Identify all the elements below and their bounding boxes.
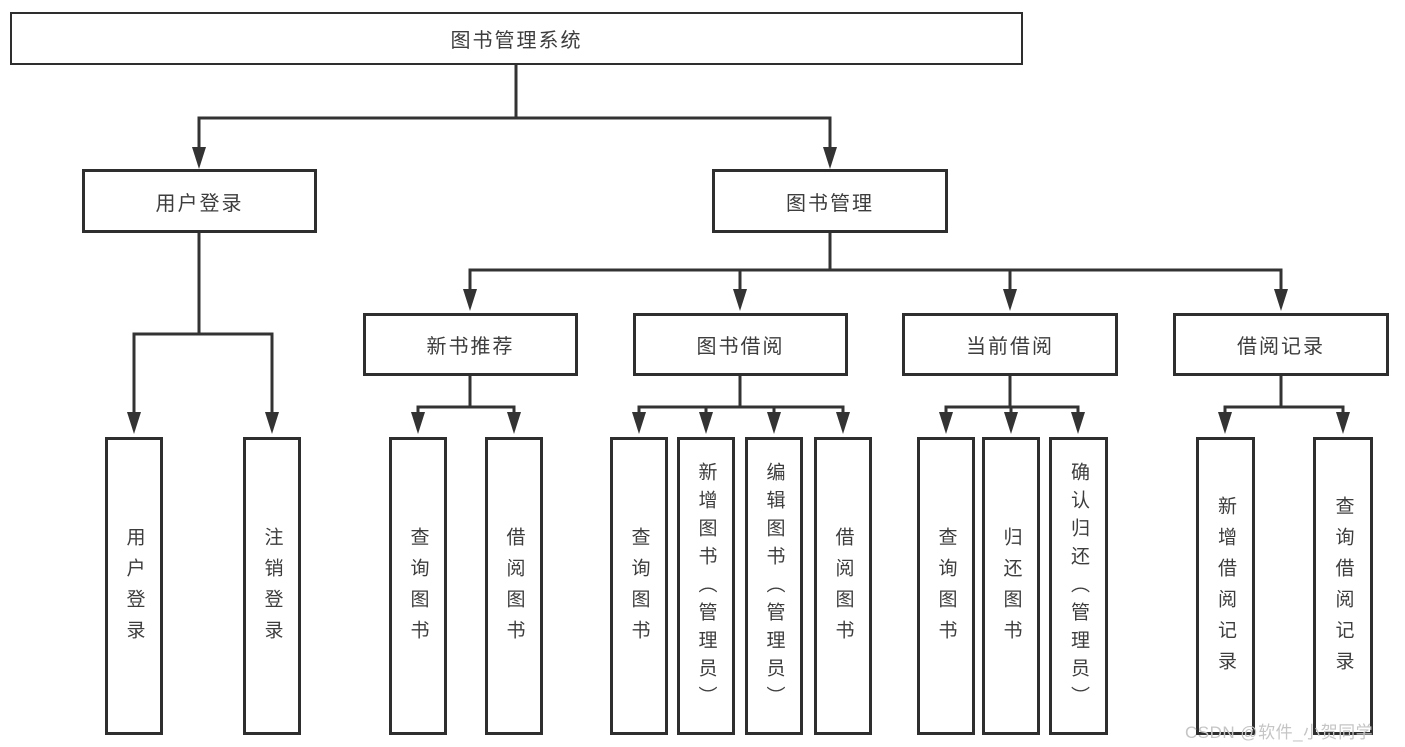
node-book-borrow: 图书借阅 bbox=[633, 313, 848, 376]
leaf-add-book-admin: 新增图书（管理员） bbox=[677, 437, 735, 735]
leaf-edit-book-admin: 编辑图书（管理员） bbox=[745, 437, 803, 735]
leaf-logout: 注销登录 bbox=[243, 437, 301, 735]
leaf-borrow-books-recommend: 借阅图书 bbox=[485, 437, 543, 735]
connector-book-borrow-to-leaves bbox=[637, 374, 845, 409]
node-new-book-recommend: 新书推荐 bbox=[363, 313, 578, 376]
leaf-add-borrow-record: 新增借阅记录 bbox=[1196, 437, 1255, 735]
leaf-query-borrow-record: 查询借阅记录 bbox=[1313, 437, 1373, 735]
node-borrow-records: 借阅记录 bbox=[1173, 313, 1389, 376]
leaf-confirm-return-admin: 确认归还（管理员） bbox=[1049, 437, 1108, 735]
leaf-return-books: 归还图书 bbox=[982, 437, 1040, 735]
csdn-watermark: CSDN @软件_小贺同学 bbox=[1185, 723, 1374, 742]
node-book-management: 图书管理 bbox=[712, 169, 948, 233]
connector-user-login-to-leaves bbox=[132, 231, 274, 336]
node-root: 图书管理系统 bbox=[10, 12, 1023, 65]
arrow-stubs bbox=[127, 118, 1350, 434]
leaf-query-books-recommend: 查询图书 bbox=[389, 437, 447, 735]
leaf-query-books-current: 查询图书 bbox=[917, 437, 975, 735]
connector-current-borrow-to-leaves bbox=[944, 374, 1080, 409]
connector-new-book-recommend-to-leaves bbox=[416, 374, 516, 409]
node-current-borrow: 当前借阅 bbox=[902, 313, 1118, 376]
connector-book-management-to-level3 bbox=[468, 231, 1283, 272]
leaf-borrow-books: 借阅图书 bbox=[814, 437, 872, 735]
connector-root-to-level2 bbox=[197, 63, 832, 120]
node-user-login: 用户登录 bbox=[82, 169, 317, 233]
leaf-user-login: 用户登录 bbox=[105, 437, 163, 735]
connector-borrow-records-to-leaves bbox=[1223, 374, 1345, 409]
leaf-query-books-borrow: 查询图书 bbox=[610, 437, 668, 735]
